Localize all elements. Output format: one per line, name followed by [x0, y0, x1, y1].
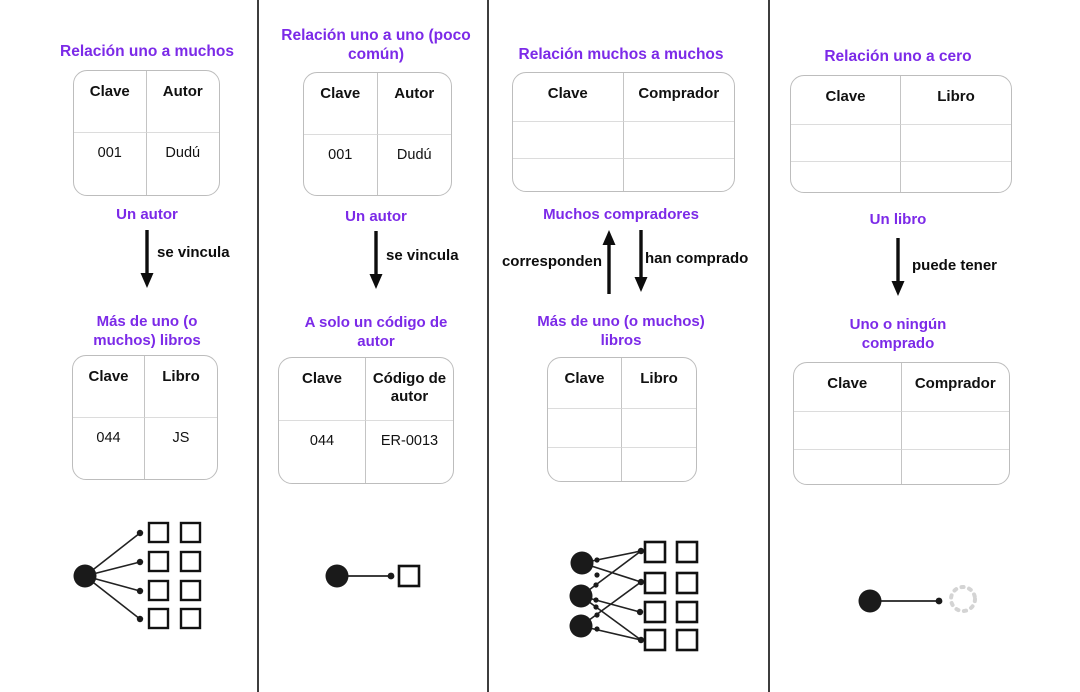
table-empty-cell: [513, 158, 624, 191]
column-divider-3: [768, 0, 770, 692]
column-divider-1: [257, 0, 259, 692]
table-header-cell: Clave: [74, 71, 147, 132]
table-empty-cell: [794, 449, 902, 484]
column2-bottom-caption: A solo un código de autor: [304, 314, 448, 350]
column3-bottom-caption: Más de uno (o muchos) libros: [537, 313, 705, 349]
column1-title: Relación uno a muchos: [60, 43, 234, 60]
one-to-one-diagram: [325, 564, 421, 588]
column3-down-arrow-label: han comprado: [645, 250, 749, 267]
column1-bottom-caption: Más de uno (o muchos) libros: [93, 313, 201, 349]
table-value-cell: ER-0013: [366, 420, 453, 483]
column1-arrow-label: se vincula: [157, 244, 230, 261]
table-header-cell: Autor: [162, 83, 203, 100]
table-value-cell: Dudú: [377, 134, 451, 195]
one-to-zero-diagram: [858, 585, 977, 613]
table-value-cell: 044: [73, 417, 145, 479]
table-empty-cell: [791, 161, 901, 192]
table-empty-cell: [622, 408, 696, 447]
down-arrow-icon: [369, 231, 383, 289]
table-empty-cell: [623, 158, 734, 191]
table-header-cell: Autor: [394, 85, 435, 102]
column1-top-caption: Un autor: [116, 206, 178, 223]
down-arrow-icon: [891, 238, 905, 296]
column1-top-table: Clave Autor 001 Dudú: [73, 70, 220, 196]
table-header-cell: Clave: [73, 356, 145, 417]
column4-top-table: Clave Libro: [790, 75, 1012, 193]
column3-top-table: Clave Comprador: [512, 72, 735, 192]
column4-bottom-table: Clave Comprador: [793, 362, 1010, 485]
table-empty-cell: [794, 411, 902, 449]
table-header-cell: Clave: [304, 73, 378, 134]
column2-top-table: Clave Autor 001 Dudú: [303, 72, 452, 196]
table-header-cell: Clave: [794, 363, 902, 411]
table-header-cell: Comprador: [638, 85, 720, 102]
column2-title: Relación uno a uno (poco común): [281, 27, 471, 63]
table-header-cell: Clave: [791, 76, 901, 124]
column3-title: Relación muchos a muchos: [518, 46, 724, 63]
table-empty-cell: [622, 447, 696, 481]
column4-top-caption: Un libro: [869, 211, 927, 228]
table-empty-cell: [791, 124, 901, 161]
dotted-circle-icon: [949, 585, 977, 613]
table-empty-cell: [901, 161, 1011, 192]
column2-arrow-label: se vincula: [386, 247, 459, 264]
table-header-cell: Clave: [513, 73, 624, 121]
column4-arrow-label: puede tener: [912, 257, 998, 274]
column-divider-2: [487, 0, 489, 692]
column1-bottom-table: Clave Libro 044 JS: [72, 355, 218, 480]
column3-up-arrow-label: corresponden: [501, 253, 602, 270]
down-arrow-icon: [140, 230, 154, 288]
table-header-cell: Clave: [548, 358, 622, 408]
table-header-cell: Libro: [162, 368, 200, 385]
table-value-cell: JS: [145, 417, 217, 479]
column2-top-caption: Un autor: [345, 208, 407, 225]
column3-top-caption: Muchos compradores: [543, 206, 699, 223]
table-value-cell: 001: [74, 132, 147, 195]
table-empty-cell: [901, 411, 1009, 449]
table-header-cell: Libro: [640, 370, 678, 387]
column4-bottom-caption: Uno o ningún comprado: [849, 316, 947, 352]
column2-bottom-table: Clave Código de autor 044 ER-0013: [278, 357, 454, 484]
many-to-many-diagram: [569, 540, 699, 652]
table-header-cell: Comprador: [914, 375, 996, 392]
column4-title: Relación uno a cero: [824, 48, 972, 65]
one-to-many-diagram: [73, 521, 202, 630]
table-empty-cell: [548, 447, 622, 481]
table-empty-cell: [513, 121, 624, 158]
table-value-cell: Dudú: [146, 132, 219, 195]
column3-bottom-table: Clave Libro: [547, 357, 697, 482]
table-header-cell: Código de autor: [372, 370, 447, 405]
up-down-arrows-icon: [602, 230, 648, 294]
table-header-cell: Libro: [937, 88, 975, 105]
table-empty-cell: [623, 121, 734, 158]
table-value-cell: 001: [304, 134, 378, 195]
table-empty-cell: [901, 449, 1009, 484]
table-value-cell: 044: [279, 420, 366, 483]
table-empty-cell: [901, 124, 1011, 161]
table-empty-cell: [548, 408, 622, 447]
table-header-cell: Clave: [279, 358, 366, 420]
